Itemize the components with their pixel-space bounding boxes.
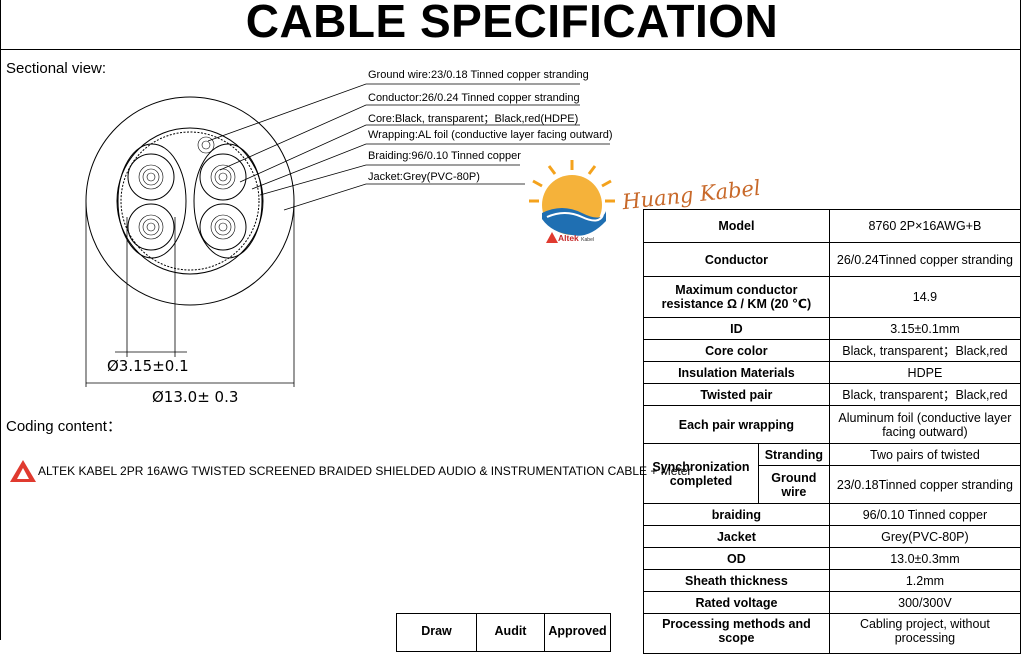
- insulation-label: Insulation Materials: [643, 361, 830, 384]
- sync-label: Synchronization completed: [643, 443, 759, 504]
- insulation-value: HDPE: [828, 361, 1022, 384]
- draw-cell: Draw: [396, 613, 477, 652]
- id-label: ID: [643, 317, 830, 340]
- signoff-table: Draw Audit Approved: [396, 613, 611, 652]
- braid-inner: [120, 131, 260, 271]
- voltage-label: Rated voltage: [643, 591, 830, 614]
- od-value: 13.0±0.3mm: [828, 547, 1022, 570]
- processing-value: Cabling project, without processing: [828, 613, 1022, 654]
- ground-wire-label: Ground wire: [757, 465, 830, 504]
- pair-2-wrap: [193, 143, 263, 259]
- core-2: [127, 203, 175, 251]
- model-label: Model: [643, 209, 830, 243]
- conductor-2: [138, 214, 164, 240]
- altek-logo-icon: [10, 460, 36, 482]
- leader-ground-wire: [207, 83, 580, 142]
- title-divider: [1, 49, 1021, 50]
- coding-content-text: ALTEK KABEL 2PR 16AWG TWISTED SCREENED B…: [38, 464, 692, 478]
- approved-cell: Approved: [544, 613, 611, 652]
- coding-content-label: Coding content：: [6, 418, 122, 435]
- core-3: [199, 153, 247, 201]
- leader-braiding: [259, 164, 520, 196]
- leader-core: [239, 124, 580, 183]
- sectional-view-label: Sectional view:: [6, 60, 107, 77]
- braid-outer: [116, 127, 264, 275]
- ground-wire: [197, 136, 215, 154]
- ground-wire-value: 23/0.18Tinned copper stranding: [828, 465, 1022, 504]
- processing-label: Processing methods and scope: [643, 613, 830, 654]
- altek-logo-text: Altek Kabel: [558, 233, 594, 243]
- conductor-value: 26/0.24Tinned copper stranding: [828, 242, 1022, 277]
- pair-1-wrap: [117, 143, 187, 259]
- resistance-label: Maximum conductor resistance Ω / KM (20 …: [643, 276, 830, 318]
- outer-diameter-label: Ø13.0± 0.3: [152, 388, 239, 406]
- core-color-value: Black, transparent；Black,red: [828, 339, 1022, 362]
- jacket-value: Grey(PVC-80P): [828, 525, 1022, 548]
- resistance-value: 14.9: [828, 276, 1022, 318]
- callout-core: Core:Black, transparent；Black,red(HDPE): [368, 113, 579, 125]
- od-label: OD: [643, 547, 830, 570]
- altek-logo-icon: [546, 232, 558, 243]
- stranding-value: Two pairs of twisted: [828, 443, 1022, 466]
- callout-conductor: Conductor:26/0.24 Tinned copper strandin…: [368, 92, 580, 104]
- conductor-1: [138, 164, 164, 190]
- model-value: 8760 2P×16AWG+B: [828, 209, 1022, 243]
- braiding-label: braiding: [643, 503, 830, 526]
- leader-wrapping: [251, 143, 610, 190]
- document-frame: [0, 0, 1021, 640]
- jacket-label: Jacket: [643, 525, 830, 548]
- callout-jacket: Jacket:Grey(PVC-80P): [368, 171, 480, 183]
- brand-sun-logo: [529, 160, 615, 236]
- inner-diameter-label: Ø3.15±0.1: [107, 357, 189, 375]
- cable-cross-section-diagram: [85, 83, 610, 387]
- braiding-value: 96/0.10 Tinned copper: [828, 503, 1022, 526]
- twisted-pair-label: Twisted pair: [643, 383, 830, 406]
- core-color-label: Core color: [643, 339, 830, 362]
- core-4: [199, 203, 247, 251]
- callout-wrapping: Wrapping:AL foil (conductive layer facin…: [368, 129, 613, 141]
- callout-ground-wire: Ground wire:23/0.18 Tinned copper strand…: [368, 69, 589, 81]
- conductor-4: [210, 214, 236, 240]
- pair-wrapping-label: Each pair wrapping: [643, 405, 830, 444]
- pair-wrapping-value: Aluminum foil (conductive layer facing o…: [828, 405, 1022, 444]
- leader-jacket: [283, 183, 525, 211]
- sheath-label: Sheath thickness: [643, 569, 830, 592]
- table-row: Maximum conductor resistance Ω / KM (20 …: [643, 276, 1022, 318]
- callout-braiding: Braiding:96/0.10 Tinned copper: [368, 150, 521, 162]
- leader-conductor: [219, 104, 580, 171]
- id-value: 3.15±0.1mm: [828, 317, 1022, 340]
- page-title: CABLE SPECIFICATION: [245, 0, 779, 47]
- twisted-pair-value: Black, transparent；Black,red: [828, 383, 1022, 406]
- audit-cell: Audit: [476, 613, 545, 652]
- voltage-value: 300/300V: [828, 591, 1022, 614]
- core-1: [127, 153, 175, 201]
- stranding-label: Stranding: [757, 443, 830, 466]
- sheath-value: 1.2mm: [828, 569, 1022, 592]
- conductor-label: Conductor: [643, 242, 830, 277]
